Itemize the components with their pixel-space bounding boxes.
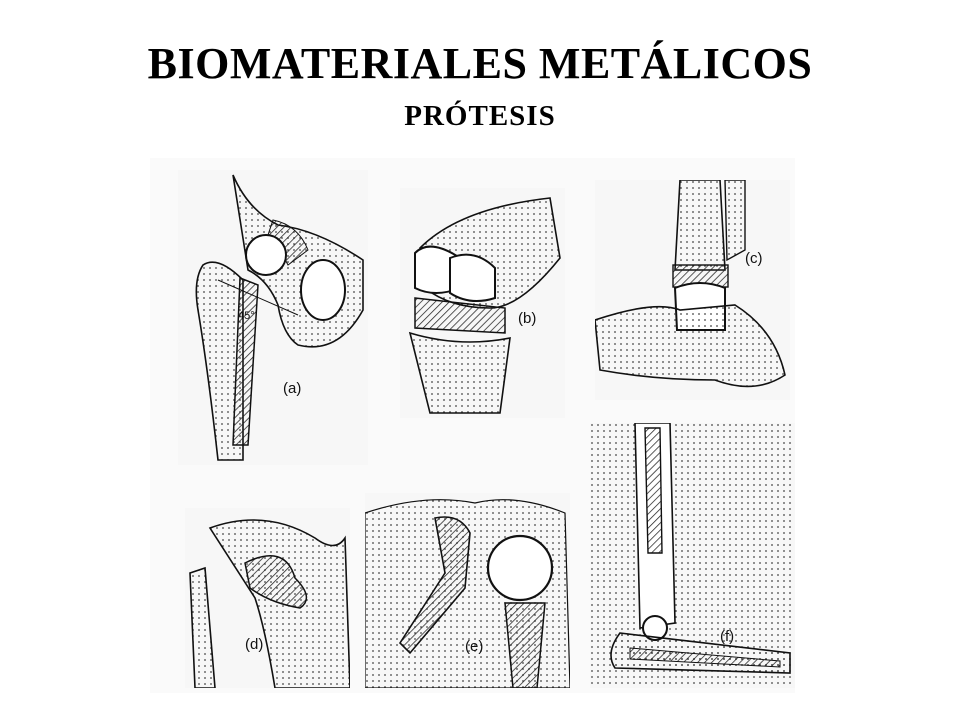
slide-subtitle: PRÓTESIS — [404, 100, 556, 132]
panel-elbow-prosthesis: (f) — [590, 423, 795, 688]
panel-label-a: (a) — [283, 380, 302, 397]
elbow-drawing — [590, 423, 795, 688]
slide-title: BIOMATERIALES METÁLICOS — [147, 39, 813, 88]
panel-label-d: (d) — [245, 636, 264, 653]
panel-label-e: (e) — [465, 638, 484, 655]
panel-label-f: (f) — [720, 628, 735, 645]
panel-ankle-prosthesis: (c) — [595, 180, 790, 400]
ankle-drawing — [595, 180, 786, 388]
panel-label-b: (b) — [518, 310, 537, 327]
knee-drawing — [408, 197, 561, 414]
angle-label: 45° — [238, 310, 255, 322]
panel-label-c: (c) — [745, 250, 763, 267]
panel-shoulder-prosthesis-d: (d) — [185, 508, 350, 688]
shoulder-drawing-d — [189, 519, 350, 688]
prosthesis-illustration: 45° (a) (b) (c) (d) — [150, 158, 795, 693]
panel-hip-prosthesis: 45° (a) — [178, 170, 368, 465]
panel-shoulder-prosthesis-e: (e) — [365, 493, 570, 688]
shoulder-drawing-e — [365, 499, 570, 688]
hip-drawing — [195, 174, 364, 461]
panel-knee-prosthesis: (b) — [400, 188, 565, 418]
